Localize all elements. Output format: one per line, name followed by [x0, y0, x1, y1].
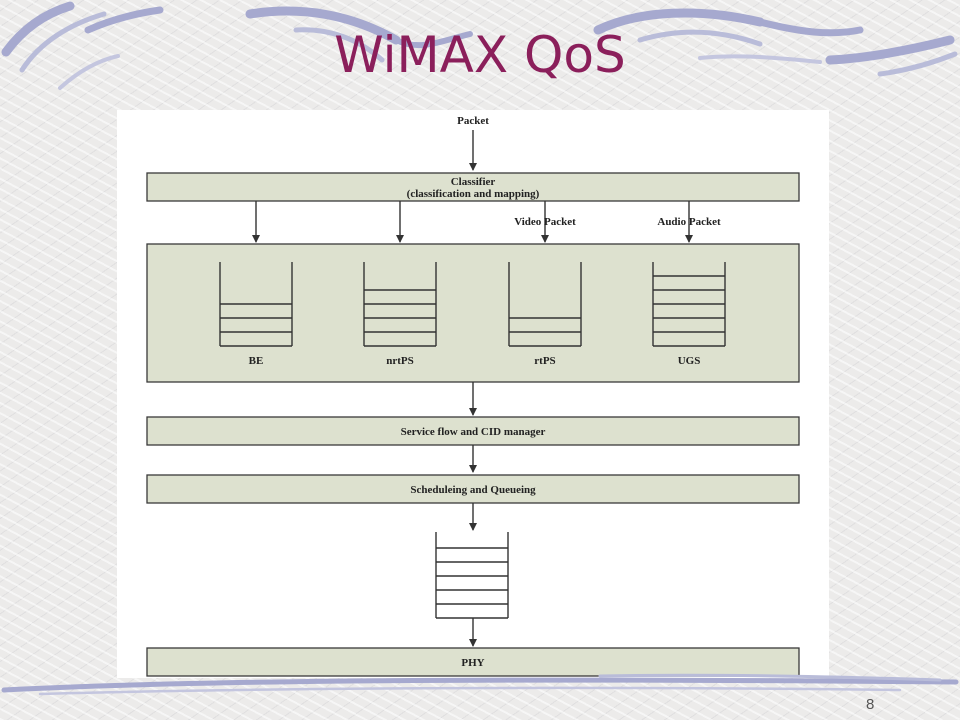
service-class-queues-box [146, 243, 800, 383]
classifier-box: Classifier (classification and mapping) [146, 172, 800, 202]
scheduling-queueing-box: Scheduleing and Queueing [146, 474, 800, 504]
audio-packet-label: Audio Packet [657, 216, 721, 228]
service-flow-cid-manager-box: Service flow and CID manager [146, 416, 800, 446]
be-queue [219, 262, 293, 347]
phy-box: PHY [146, 647, 800, 677]
video-packet-label: Video Packet [514, 216, 576, 228]
output-queue [435, 532, 509, 619]
packet-input-label: Packet [457, 115, 489, 127]
nrtps-queue [363, 262, 437, 347]
scheduling-label: Scheduleing and Queueing [410, 484, 536, 496]
be-queue-label: BE [249, 355, 264, 367]
nrtps-queue-label: nrtPS [386, 355, 414, 367]
phy-label: PHY [461, 657, 484, 669]
classifier-title: Classifier [451, 176, 496, 188]
ugs-queue-label: UGS [678, 355, 701, 367]
slide-title: WiMAX QoS [334, 26, 626, 84]
page-number: 8 [866, 696, 875, 713]
ugs-queue [652, 262, 726, 347]
rtps-queue [508, 262, 582, 347]
service-flow-label: Service flow and CID manager [401, 426, 546, 438]
classifier-subtitle: (classification and mapping) [407, 188, 540, 200]
rtps-queue-label: rtPS [534, 355, 555, 367]
qos-architecture-diagram: Packet Classifier (classification and ma… [117, 110, 829, 678]
